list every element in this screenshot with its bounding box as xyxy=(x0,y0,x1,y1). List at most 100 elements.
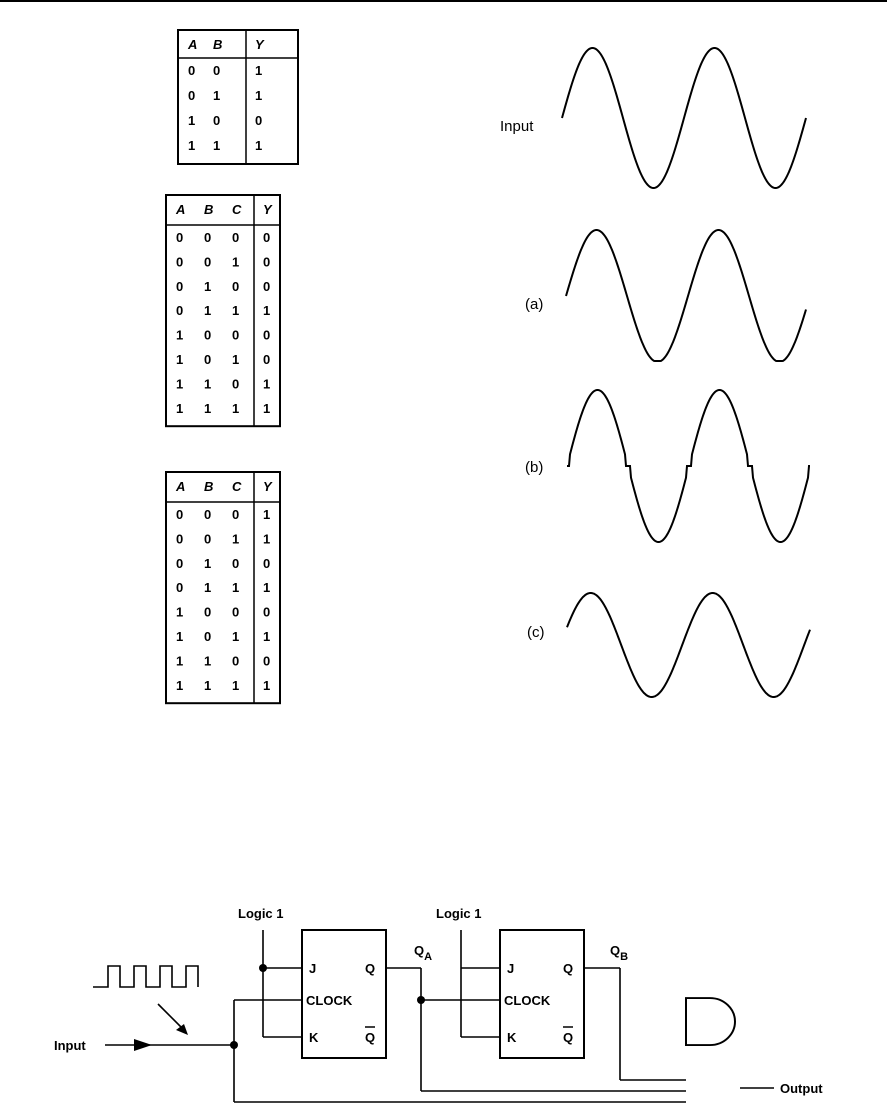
truth-table-cell: 1 xyxy=(255,63,262,78)
truth-table-cell: 0 xyxy=(232,230,239,245)
truth-table-cell: 1 xyxy=(263,531,270,546)
truth-table-cell: 0 xyxy=(204,328,211,343)
truth-table-header: Y xyxy=(255,37,265,52)
truth-table-cell: 1 xyxy=(176,401,183,416)
waveform-input: Input xyxy=(500,47,807,189)
truth-table-cell: 0 xyxy=(263,328,270,343)
truth-table-cell: 0 xyxy=(188,88,195,103)
truth-table-cell: 0 xyxy=(176,507,183,522)
truth-table-cell: 1 xyxy=(176,605,183,620)
truth-table-cell: 0 xyxy=(232,556,239,571)
truth-table-cell: 1 xyxy=(263,507,270,522)
truth-table-cell: 0 xyxy=(213,113,220,128)
waveform-c: (c) xyxy=(527,592,811,698)
ff1-k-pin: K xyxy=(309,1030,319,1045)
truth-table-cell: 1 xyxy=(176,653,183,668)
waveform-a-trace xyxy=(565,229,807,362)
truth-table-cell: 1 xyxy=(204,303,211,318)
truth-table-cell: 1 xyxy=(232,629,239,644)
truth-table-cell: 1 xyxy=(263,303,270,318)
qa-label-sub: A xyxy=(424,951,432,963)
truth-table-cell: 1 xyxy=(232,303,239,318)
truth-table-cell: 0 xyxy=(263,254,270,269)
waveform-b: (b) xyxy=(525,389,810,543)
qb-label: QB xyxy=(610,943,628,963)
truth-table-cell: 0 xyxy=(232,376,239,391)
truth-table-cell: 0 xyxy=(176,580,183,595)
ff2-clock-pin: CLOCK xyxy=(504,993,551,1008)
truth-table-cell: 0 xyxy=(263,352,270,367)
truth-table-cell: 0 xyxy=(204,507,211,522)
waveform-b-label: (b) xyxy=(525,459,543,476)
qb-label-main: Q xyxy=(610,943,620,958)
truth-table-border xyxy=(165,471,281,705)
truth-table-cell: 0 xyxy=(176,254,183,269)
truth-table-cell: 0 xyxy=(232,653,239,668)
ff2-qbar-pin: Q xyxy=(563,1030,573,1045)
truth-table-cell: 1 xyxy=(263,580,270,595)
input-arrowhead xyxy=(134,1039,152,1051)
truth-table-cell: 1 xyxy=(232,678,239,693)
logic1-right-label: Logic 1 xyxy=(436,906,482,921)
truth-table-cell: 0 xyxy=(232,605,239,620)
truth-table-header: B xyxy=(204,479,213,494)
truth-table-cell: 1 xyxy=(232,401,239,416)
truth-table-cell: 1 xyxy=(204,401,211,416)
truth-table-cell: 1 xyxy=(204,678,211,693)
truth-table-cell: 0 xyxy=(263,556,270,571)
truth-table-cell: 0 xyxy=(204,254,211,269)
truth-table-cell: 1 xyxy=(176,678,183,693)
truth-table-cell: 1 xyxy=(263,678,270,693)
truth-table-cell: 0 xyxy=(176,303,183,318)
truth-table-cell: 0 xyxy=(188,63,195,78)
waveform-input-label: Input xyxy=(500,118,534,135)
waveform-c-trace xyxy=(566,592,811,698)
truth-table-header: C xyxy=(232,479,242,494)
truth-table-border xyxy=(165,194,281,428)
logic1-left-label: Logic 1 xyxy=(238,906,284,921)
truth-table-cell: 1 xyxy=(263,629,270,644)
truth-table-cell: 1 xyxy=(263,376,270,391)
waveform-a: (a) xyxy=(525,229,807,362)
truth-table-cell: 0 xyxy=(204,352,211,367)
truth-table-cell: 1 xyxy=(204,376,211,391)
and-gate xyxy=(685,997,736,1046)
flip-flop-2 xyxy=(499,929,585,1059)
truth-table-cell: 0 xyxy=(232,507,239,522)
signal-pointer-arrow xyxy=(157,1003,185,1031)
waveform-c-label: (c) xyxy=(527,624,545,641)
truth-table-cell: 0 xyxy=(213,63,220,78)
truth-table-cell: 1 xyxy=(176,352,183,367)
flip-flop-1 xyxy=(301,929,387,1059)
truth-table-cell: 1 xyxy=(232,254,239,269)
truth-table-cell: 1 xyxy=(188,138,195,153)
truth-table-cell: 1 xyxy=(213,88,220,103)
waveform-b-trace xyxy=(567,389,810,543)
truth-table-cell: 1 xyxy=(176,629,183,644)
truth-table-cell: 1 xyxy=(176,376,183,391)
truth-table-cell: 1 xyxy=(176,328,183,343)
waveform-a-label: (a) xyxy=(525,296,543,313)
truth-table-cell: 1 xyxy=(188,113,195,128)
truth-table-cell: 1 xyxy=(213,138,220,153)
ff1-qbar-pin: Q xyxy=(365,1030,375,1045)
qa-label: QA xyxy=(414,943,432,963)
truth-table-cell: 1 xyxy=(232,352,239,367)
ff1-clock-pin: CLOCK xyxy=(306,993,353,1008)
truth-table-cell: 0 xyxy=(204,605,211,620)
circuit-output-label: Output xyxy=(780,1081,823,1096)
truth-table-header: B xyxy=(204,202,213,217)
truth-table-header: A xyxy=(187,37,197,52)
truth-table-header: B xyxy=(213,37,222,52)
truth-table-cell: 1 xyxy=(204,653,211,668)
square-wave-icon xyxy=(93,965,199,988)
truth-table-cell: 0 xyxy=(263,279,270,294)
truth-table-cell: 0 xyxy=(204,230,211,245)
truth-table-cell: 1 xyxy=(204,556,211,571)
truth-table-cell: 0 xyxy=(176,279,183,294)
truth-table-cell: 0 xyxy=(176,230,183,245)
waveform-input-trace xyxy=(561,47,807,189)
